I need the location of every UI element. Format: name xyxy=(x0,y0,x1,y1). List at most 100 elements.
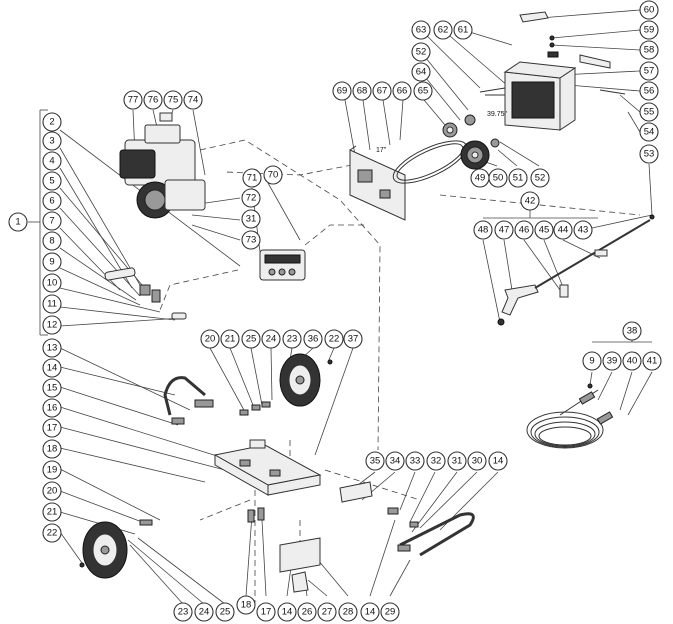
spray-gun xyxy=(497,219,651,326)
callout-number: 6 xyxy=(49,196,54,207)
callout-number: 7 xyxy=(49,216,54,227)
callout-number: 4 xyxy=(49,156,54,167)
callout-number: 67 xyxy=(377,86,388,97)
callout-49: 49 xyxy=(470,168,490,188)
leader-lines xyxy=(59,9,653,605)
callout-17-b: 17 xyxy=(256,602,276,622)
callout-number: 15 xyxy=(47,383,58,394)
callout-31-b: 31 xyxy=(447,451,467,471)
callout-number: 22 xyxy=(47,528,58,539)
callout-number: 39 xyxy=(607,356,618,367)
callout-73: 73 xyxy=(241,230,261,250)
callout-51: 51 xyxy=(508,168,528,188)
callout-number: 34 xyxy=(390,456,401,467)
callout-4: 4 xyxy=(42,151,62,171)
callout-18-b: 18 xyxy=(236,595,256,615)
callout-30: 30 xyxy=(467,451,487,471)
fittings xyxy=(104,267,187,320)
callout-52-b: 52 xyxy=(530,168,550,188)
callout-number: 3 xyxy=(49,136,54,147)
callout-45: 45 xyxy=(534,220,554,240)
callout-16: 16 xyxy=(42,398,62,418)
callout-9-b: 9 xyxy=(582,351,602,371)
callout-55: 55 xyxy=(639,102,659,122)
callout-69: 69 xyxy=(332,81,352,101)
callout-number: 33 xyxy=(410,456,421,467)
callout-number: 31 xyxy=(246,214,257,225)
callout-number: 65 xyxy=(418,86,429,97)
callout-number: 18 xyxy=(241,600,252,611)
callout-number: 59 xyxy=(644,25,655,36)
callout-number: 9 xyxy=(589,356,594,367)
callout-number: 68 xyxy=(357,86,368,97)
callout-7: 7 xyxy=(42,211,62,231)
callout-number: 19 xyxy=(47,465,58,476)
callout-number: 24 xyxy=(199,607,210,618)
callout-28: 28 xyxy=(338,602,358,622)
callout-number: 9 xyxy=(49,257,54,268)
annotation-17: 17" xyxy=(376,147,387,154)
callout-27: 27 xyxy=(317,602,337,622)
callout-65: 65 xyxy=(413,81,433,101)
callout-number: 47 xyxy=(499,225,510,236)
callout-number: 40 xyxy=(627,356,638,367)
callout-number: 22 xyxy=(329,334,340,345)
left-bracket xyxy=(28,109,48,336)
callout-25-b: 25 xyxy=(215,602,235,622)
callout-40: 40 xyxy=(622,351,642,371)
callout-1: 1 xyxy=(8,212,28,232)
callout-number: 12 xyxy=(47,320,58,331)
top-right-brackets xyxy=(519,11,655,220)
callout-56: 56 xyxy=(639,81,659,101)
callout-number: 71 xyxy=(247,173,258,184)
callout-66: 66 xyxy=(392,81,412,101)
callout-number: 61 xyxy=(458,25,469,36)
frame xyxy=(213,439,322,496)
callout-53: 53 xyxy=(639,144,659,164)
callout-60: 60 xyxy=(639,0,659,20)
callout-63: 63 xyxy=(411,20,431,40)
callout-36: 36 xyxy=(303,329,323,349)
callout-25-a: 25 xyxy=(241,329,261,349)
callout-number: 29 xyxy=(385,607,396,618)
callout-22-b: 22 xyxy=(42,523,62,543)
callout-number: 54 xyxy=(644,127,655,138)
callout-9: 9 xyxy=(42,252,62,272)
callout-38: 38 xyxy=(622,321,642,341)
callout-32: 32 xyxy=(426,451,446,471)
callout-12: 12 xyxy=(42,315,62,335)
callout-8: 8 xyxy=(42,231,62,251)
callout-15: 15 xyxy=(42,378,62,398)
belt-guard: 39.75" xyxy=(479,61,577,131)
callouts: 60 59 58 57 56 55 54 53 63 62 61 52 64 7… xyxy=(8,0,662,622)
callout-23-a: 23 xyxy=(282,329,302,349)
callout-29: 29 xyxy=(380,602,400,622)
callout-44: 44 xyxy=(553,220,573,240)
callout-number: 73 xyxy=(246,235,257,246)
callout-57: 57 xyxy=(639,61,659,81)
callout-number: 14 xyxy=(47,363,58,374)
callout-number: 23 xyxy=(178,607,189,618)
callout-33: 33 xyxy=(405,451,425,471)
callout-number: 17 xyxy=(261,607,272,618)
callout-37: 37 xyxy=(343,329,363,349)
callout-14-b: 14 xyxy=(488,451,508,471)
callout-number: 18 xyxy=(47,444,58,455)
callout-number: 24 xyxy=(266,334,277,345)
callout-24-b: 24 xyxy=(194,602,214,622)
callout-number: 76 xyxy=(148,95,159,106)
callout-number: 41 xyxy=(647,356,658,367)
callout-number: 25 xyxy=(246,334,257,345)
callout-68: 68 xyxy=(352,81,372,101)
callout-number: 43 xyxy=(578,225,589,236)
wheel-lower xyxy=(79,519,153,579)
callout-76: 76 xyxy=(143,90,163,110)
callout-number: 48 xyxy=(478,225,489,236)
callout-14-a: 14 xyxy=(42,358,62,378)
callout-14-c: 14 xyxy=(277,602,297,622)
callout-number: 53 xyxy=(644,149,655,160)
callout-number: 51 xyxy=(513,173,524,184)
callout-number: 21 xyxy=(225,334,236,345)
callout-number: 42 xyxy=(525,196,536,207)
callout-48: 48 xyxy=(473,220,493,240)
